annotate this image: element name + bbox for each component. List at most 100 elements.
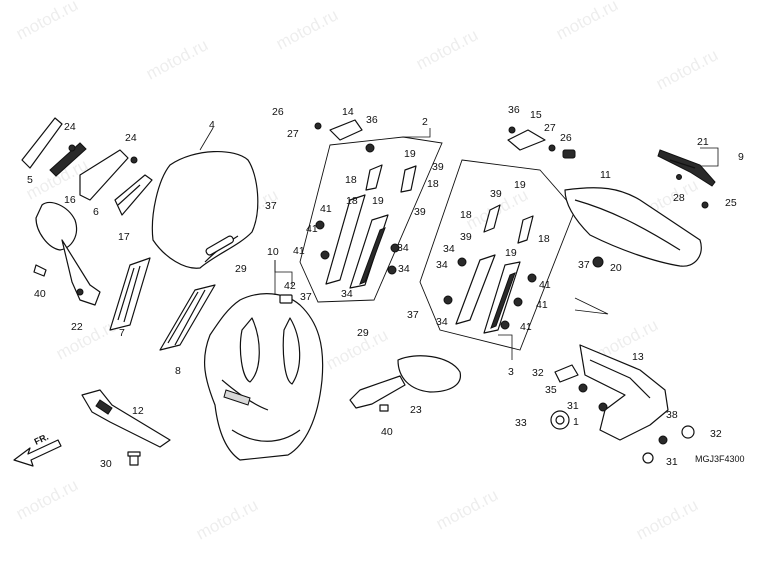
part-vent-slats <box>109 257 216 351</box>
callout-number: 34 <box>436 316 448 328</box>
callout-number: 41 <box>539 279 551 291</box>
callout-number: 36 <box>366 114 378 126</box>
callout-number: 39 <box>460 231 472 243</box>
callout-number: 36 <box>508 104 520 116</box>
callout-number: 37 <box>265 200 277 212</box>
diagram-code: MGJ3F4300 <box>695 454 745 464</box>
callout-number: 37 <box>407 309 419 321</box>
watermark-text: motod.ru <box>653 45 721 93</box>
callout-number: 31 <box>567 400 579 412</box>
callout-number: 29 <box>357 327 369 339</box>
callout-number: 5 <box>27 174 33 186</box>
part-front-cowl <box>204 260 324 461</box>
callout-number: 21 <box>697 136 709 148</box>
callout-number: 4 <box>209 119 215 131</box>
callout-layer: 1 2 3 4 5 6 7 8 9 10 11 12 13 14 15 16 1… <box>27 106 744 470</box>
callout-number: 34 <box>341 288 353 300</box>
callout-number: 33 <box>515 417 527 429</box>
part-meter-visor <box>564 187 702 268</box>
leader-line <box>700 147 719 167</box>
callout-number: 34 <box>398 263 410 275</box>
callout-number: 35 <box>545 384 557 396</box>
callout-number: 24 <box>125 132 137 144</box>
callout-number: 19 <box>514 179 526 191</box>
callout-number: 14 <box>342 106 354 118</box>
watermark-text: motod.ru <box>13 0 81 44</box>
callout-number: 18 <box>460 209 472 221</box>
part-rail-assembly-3 <box>443 204 537 334</box>
callout-number: 16 <box>64 194 76 206</box>
watermark-text: motod.ru <box>413 25 481 73</box>
callout-number: 27 <box>287 128 299 140</box>
callout-number: 41 <box>306 223 318 235</box>
callout-number: 25 <box>725 197 737 209</box>
callout-number: 7 <box>119 327 125 339</box>
callout-number: 20 <box>610 262 622 274</box>
callout-number: 26 <box>560 132 572 144</box>
part-left-mirror <box>33 201 101 306</box>
callout-number: 9 <box>738 151 744 163</box>
callout-number: 42 <box>284 280 296 292</box>
watermark-text: motod.ru <box>433 485 501 533</box>
callout-number: 10 <box>267 246 279 258</box>
callout-number: 34 <box>397 242 409 254</box>
group-outline-2 <box>299 136 443 303</box>
callout-number: 24 <box>64 121 76 133</box>
part-upper-trim <box>657 149 716 209</box>
callout-number: 30 <box>100 458 112 470</box>
watermark-text: motod.ru <box>273 5 341 53</box>
part-stay-bracket <box>550 344 695 464</box>
part-rail-assembly-2 <box>315 164 417 289</box>
watermark-text: motod.ru <box>143 35 211 83</box>
callout-number: 31 <box>666 456 678 468</box>
part-emblem <box>279 294 293 304</box>
callout-number: 32 <box>532 367 544 379</box>
part-lower-fairing <box>81 389 171 448</box>
callout-number: 2 <box>422 116 428 128</box>
callout-number: 41 <box>293 245 305 257</box>
callout-number: 28 <box>673 192 685 204</box>
part-windscreen <box>151 127 259 269</box>
callout-number: 18 <box>346 195 358 207</box>
callout-number: 18 <box>345 174 357 186</box>
direction-arrow: FR. <box>13 432 62 467</box>
callout-layer-repeats: 18 18 18 18 19 19 19 39 39 39 34 34 34 3… <box>125 104 722 468</box>
leader-line <box>574 297 609 315</box>
callout-number: 40 <box>34 288 46 300</box>
callout-number: 22 <box>71 321 83 333</box>
callout-number: 37 <box>300 291 312 303</box>
callout-number: 32 <box>710 428 722 440</box>
watermark-text: motod.ru <box>53 315 121 363</box>
callout-number: 26 <box>272 106 284 118</box>
callout-number: 6 <box>93 206 99 218</box>
callout-number: 41 <box>520 321 532 333</box>
callout-number: 19 <box>372 195 384 207</box>
part-right-mirror <box>349 355 461 412</box>
part-side-trims <box>21 117 153 216</box>
callout-number: 34 <box>436 259 448 271</box>
callout-number: 18 <box>538 233 550 245</box>
callout-number: 23 <box>410 404 422 416</box>
callout-number: 3 <box>508 366 514 378</box>
callout-number: 19 <box>404 148 416 160</box>
callout-number: 19 <box>505 247 517 259</box>
callout-number: 18 <box>427 178 439 190</box>
callout-number: 15 <box>530 109 542 121</box>
watermark-text: motod.ru <box>13 475 81 523</box>
watermark-text: motod.ru <box>633 495 701 543</box>
callout-number: 34 <box>443 243 455 255</box>
callout-number: 12 <box>132 405 144 417</box>
leader-line <box>498 334 513 360</box>
group-outline-3 <box>419 159 576 351</box>
callout-number: 17 <box>118 231 130 243</box>
callout-number: 39 <box>432 161 444 173</box>
callout-number: 1 <box>573 416 579 428</box>
callout-number: 29 <box>235 263 247 275</box>
callout-number: 13 <box>632 351 644 363</box>
callout-number: 41 <box>536 299 548 311</box>
watermark-text: motod.ru <box>553 0 621 44</box>
callout-number: 8 <box>175 365 181 377</box>
callout-number: 40 <box>381 426 393 438</box>
watermark-text: motod.ru <box>193 495 261 543</box>
